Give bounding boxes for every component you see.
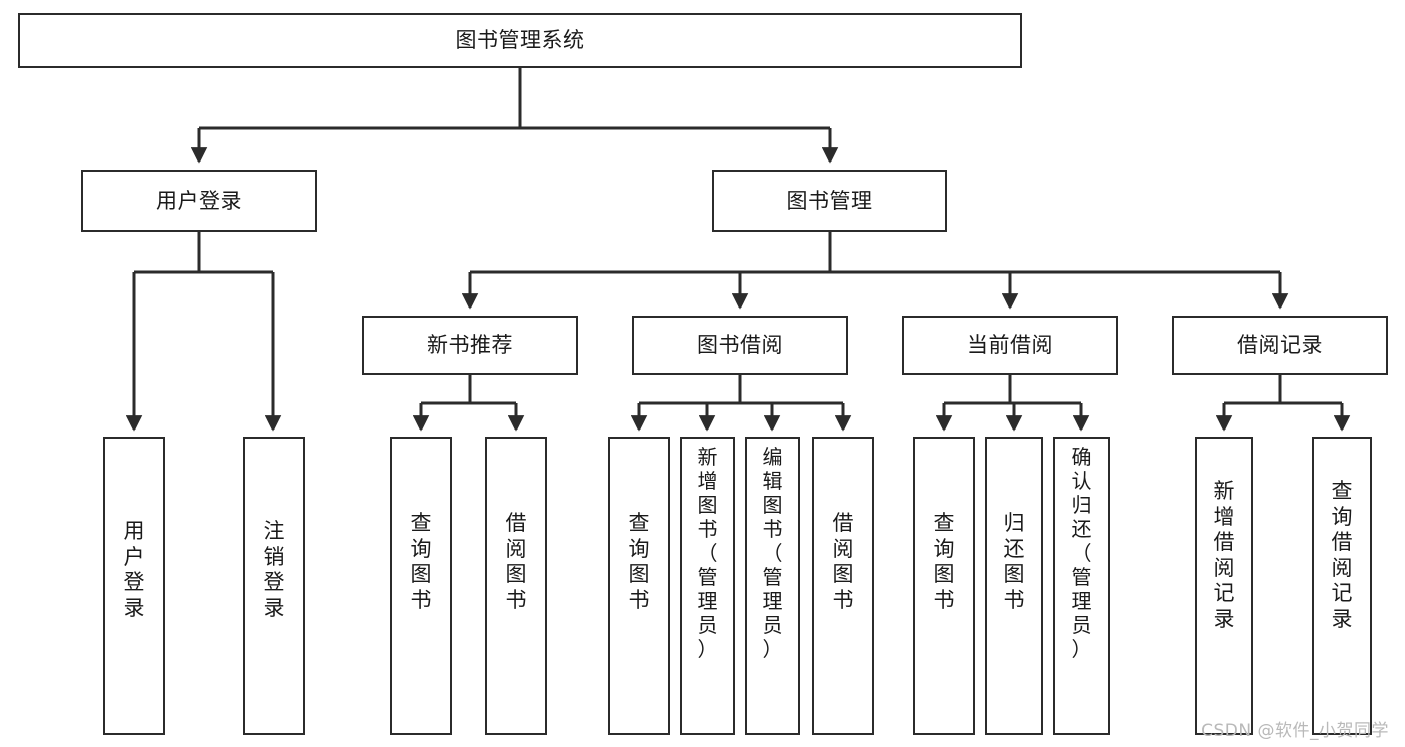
node-borrow-record-label: 借阅记录 [1237, 333, 1323, 358]
leaf-confirm-return[interactable]: 确 认 归 还 （ 管 理 员 ） [1053, 437, 1110, 735]
leaf-logout-label: 注 销 登 录 [263, 519, 285, 620]
leaf-add-borrow-record[interactable]: 新 增 借 阅 记 录 [1195, 437, 1253, 735]
node-root-label: 图书管理系统 [455, 28, 585, 53]
node-book-manage-label: 图书管理 [786, 188, 873, 213]
node-book-borrow-label: 图书借阅 [697, 333, 783, 358]
leaf-return-book[interactable]: 归 还 图 书 [985, 437, 1043, 735]
leaf-borrow-book-2[interactable]: 借 阅 图 书 [812, 437, 874, 735]
leaf-confirm-return-label: 确 认 归 还 （ 管 理 员 ） [1071, 445, 1092, 661]
leaf-add-book[interactable]: 新 增 图 书 （ 管 理 员 ） [680, 437, 735, 735]
leaf-user-login[interactable]: 用 户 登 录 [103, 437, 165, 735]
node-current-borrow[interactable]: 当前借阅 [902, 316, 1118, 375]
leaf-edit-book-label: 编 辑 图 书 （ 管 理 员 ） [762, 445, 783, 661]
leaf-edit-book[interactable]: 编 辑 图 书 （ 管 理 员 ） [745, 437, 800, 735]
leaf-query-book-1[interactable]: 查 询 图 书 [390, 437, 452, 735]
node-book-borrow[interactable]: 图书借阅 [632, 316, 848, 375]
leaf-borrow-book-1-label: 借 阅 图 书 [505, 511, 527, 612]
node-new-book-recommend-label: 新书推荐 [427, 333, 513, 358]
leaf-return-book-label: 归 还 图 书 [1003, 511, 1025, 612]
node-current-borrow-label: 当前借阅 [967, 333, 1053, 358]
leaf-user-login-label: 用 户 登 录 [123, 519, 145, 620]
leaf-add-borrow-record-label: 新 增 借 阅 记 录 [1213, 479, 1235, 632]
node-borrow-record[interactable]: 借阅记录 [1172, 316, 1388, 375]
leaf-logout[interactable]: 注 销 登 录 [243, 437, 305, 735]
leaf-query-borrow-record[interactable]: 查 询 借 阅 记 录 [1312, 437, 1372, 735]
leaf-add-book-label: 新 增 图 书 （ 管 理 员 ） [697, 445, 718, 661]
csdn-watermark: CSDN @软件_小贺同学 [1201, 721, 1389, 741]
leaf-query-book-2-label: 查 询 图 书 [628, 511, 650, 612]
node-user-login[interactable]: 用户登录 [81, 170, 317, 232]
node-user-login-label: 用户登录 [156, 188, 242, 213]
leaf-query-book-2[interactable]: 查 询 图 书 [608, 437, 670, 735]
leaf-query-book-1-label: 查 询 图 书 [410, 511, 432, 612]
node-book-manage[interactable]: 图书管理 [712, 170, 947, 232]
leaf-query-book-3[interactable]: 查 询 图 书 [913, 437, 975, 735]
node-new-book-recommend[interactable]: 新书推荐 [362, 316, 578, 375]
leaf-query-book-3-label: 查 询 图 书 [933, 511, 955, 612]
leaf-borrow-book-1[interactable]: 借 阅 图 书 [485, 437, 547, 735]
leaf-borrow-book-2-label: 借 阅 图 书 [832, 511, 854, 612]
node-root[interactable]: 图书管理系统 [18, 13, 1022, 68]
leaf-query-borrow-record-label: 查 询 借 阅 记 录 [1331, 479, 1353, 632]
